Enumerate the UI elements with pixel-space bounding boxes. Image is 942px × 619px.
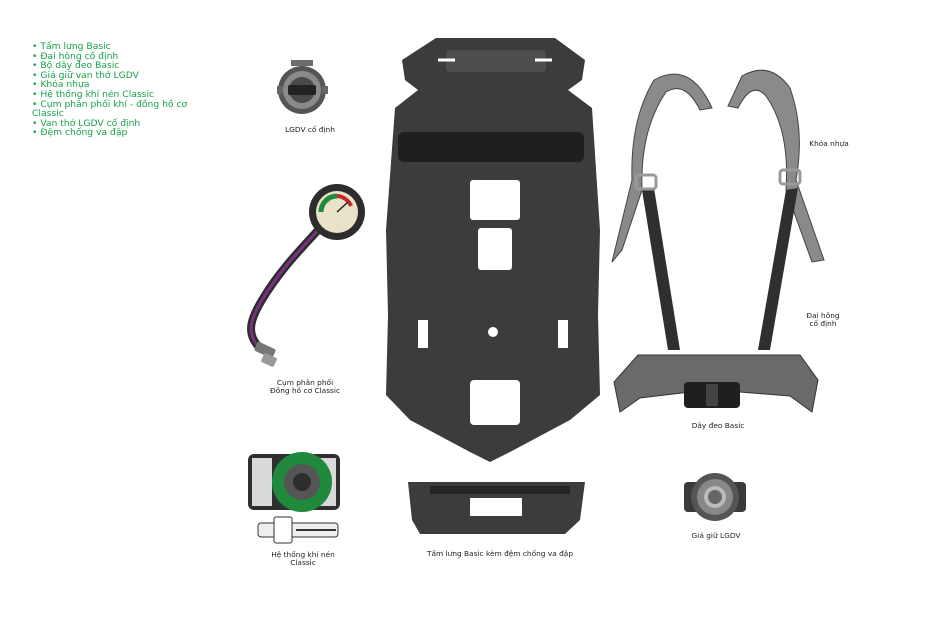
component-list-item: Cụm phân phối khí - đồng hồ cơ Classic	[32, 99, 202, 119]
buckle-caption: Khóa nhựa	[809, 139, 849, 148]
harness-caption: Dây đeo Basic	[691, 421, 745, 430]
holder-caption: Giá giữ LGDV	[691, 531, 741, 540]
lgdv-valve-icon	[277, 60, 328, 114]
component-list-item: Đai hông cố định	[32, 51, 202, 62]
manifold-caption: Cụm phân phối Đồng hồ cơ Classic	[269, 378, 341, 395]
component-list-item: Bộ dây đeo Basic	[32, 61, 202, 71]
backplate-caption: Tấm lưng Basic kèm đệm chống va đập	[426, 549, 574, 558]
component-list: Tấm lưng Basic Đai hông cố định Bộ dây đ…	[32, 42, 202, 138]
component-list-item: Hệ thống khí nén Classic	[32, 90, 202, 100]
component-list-item: Đệm chống va đập	[32, 128, 202, 138]
lgdv-caption: LGDV cố định	[285, 125, 335, 134]
component-list-item: Khóa nhựa	[32, 80, 202, 90]
pressure-gauge-icon	[247, 184, 365, 367]
shoulder-harness-icon	[611, 69, 825, 350]
waist-belt-caption: Đai hông cố định	[806, 311, 840, 328]
backplate-icon	[386, 38, 600, 462]
pneumatic-valve-icon	[248, 452, 340, 544]
impact-pad-icon	[408, 482, 585, 534]
component-list-item: Van thở LGDV cố định	[32, 119, 202, 129]
waist-belt-icon	[613, 354, 819, 413]
component-list-item: Tấm lưng Basic	[32, 42, 202, 52]
component-list-item: Giá giữ van thở LGDV	[32, 71, 202, 81]
pneumatic-caption: Hệ thống khí nén Classic	[271, 550, 335, 567]
lgdv-holder-icon	[684, 473, 746, 521]
